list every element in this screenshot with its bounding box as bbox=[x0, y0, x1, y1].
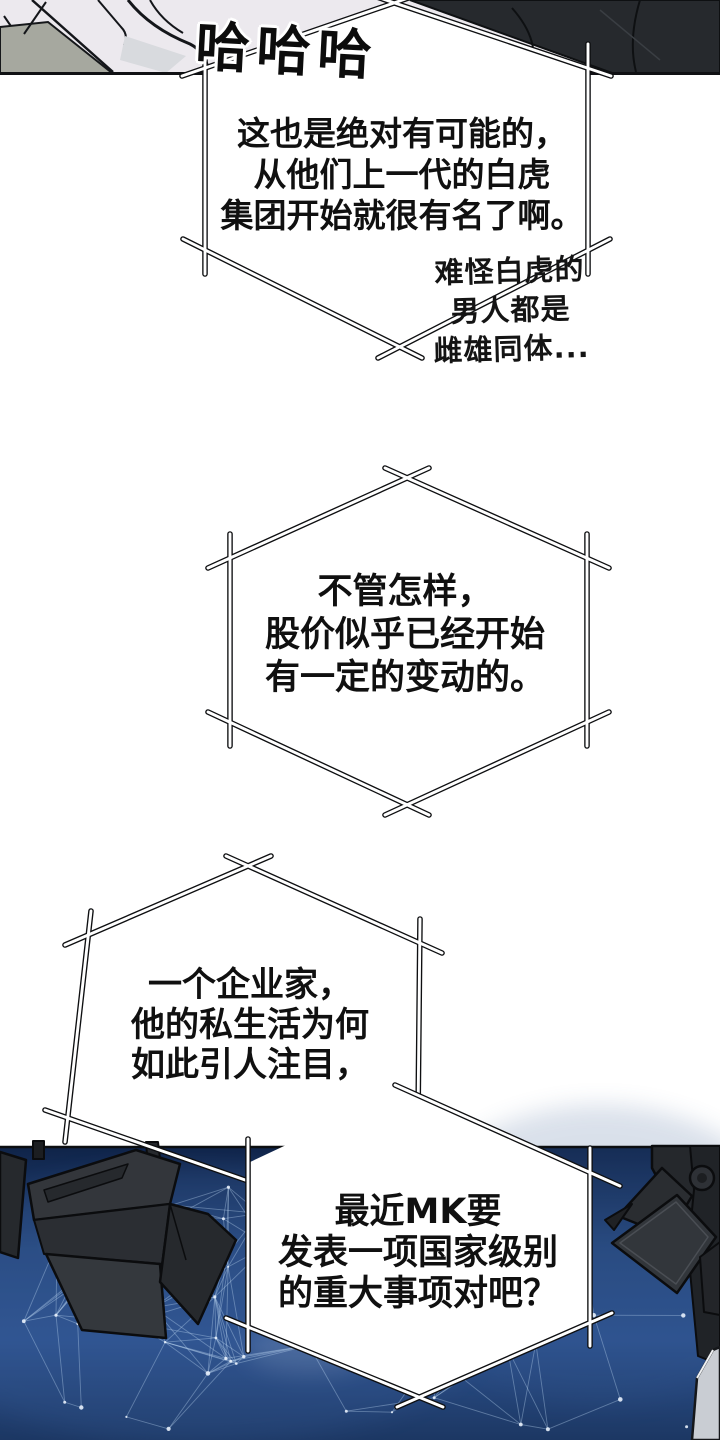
suit-dark-art bbox=[409, 0, 720, 74]
aside-thought-text: 难怪白虎的 男人都是 雌雄同体... bbox=[397, 249, 625, 372]
speech-bubble-2: 不管怎样， 股价似乎已经开始 有一定的变动的。 bbox=[195, 571, 615, 700]
left-spotlight bbox=[0, 1140, 238, 1340]
aside-thought-line: 难怪白虎的 bbox=[434, 252, 585, 290]
hex-frame-2 bbox=[205, 465, 612, 818]
speech-bubble-3-line: 一个企业家， bbox=[148, 965, 352, 1005]
speech-bubble-2-line: 不管怎样， bbox=[317, 572, 493, 612]
speech-bubble-1-line: 集团开始就很有名了啊。 bbox=[220, 196, 584, 235]
speech-bubble-4-fill bbox=[248, 1090, 590, 1398]
speech-bubble-2-line: 股价似乎已经开始 bbox=[264, 615, 545, 655]
speech-bubble-3: 一个企业家， 他的私生活为何 如此引人注目， bbox=[40, 965, 460, 1085]
speech-bubble-1-line: 这也是绝对有可能的， bbox=[237, 114, 567, 153]
speech-bubble-4: 最近MK要 发表一项国家级别 的重大事项对吧？ bbox=[208, 1192, 628, 1315]
speech-bubble-1-line: 从他们上一代的白虎 bbox=[253, 155, 551, 194]
speech-bubble-4-line: 发表一项国家级别 bbox=[277, 1233, 558, 1273]
aside-thought-line: 雌雄同体... bbox=[433, 329, 590, 369]
speech-bubble-4-line: 的重大事项对吧？ bbox=[277, 1274, 558, 1314]
hex-frame-1 bbox=[179, 0, 614, 361]
speech-bubble-4-line: 最近MK要 bbox=[334, 1192, 502, 1232]
hex-frame-4 bbox=[223, 1082, 623, 1410]
aside-thought-line: 男人都是 bbox=[450, 291, 571, 329]
right-spotlight bbox=[604, 1144, 720, 1366]
laugh-sfx-text: 哈哈哈 bbox=[194, 14, 381, 88]
speech-bubble-1: 这也是绝对有可能的， 从他们上一代的白虎 集团开始就很有名了啊。 bbox=[192, 113, 612, 236]
speech-bubble-2-line: 有一定的变动的。 bbox=[264, 658, 545, 698]
speech-bubble-3-line: 如此引人注目， bbox=[131, 1045, 369, 1085]
speech-bubble-1-fill bbox=[205, 3, 588, 347]
speech-bubble-3-line: 他的私生活为何 bbox=[131, 1005, 369, 1045]
podium-box bbox=[690, 1345, 720, 1440]
